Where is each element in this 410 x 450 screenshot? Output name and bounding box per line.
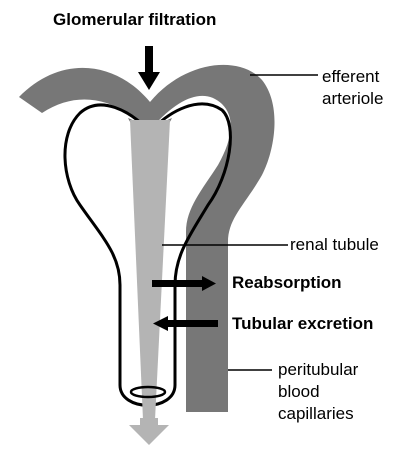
filtration-arrow-head bbox=[138, 72, 160, 90]
efferent-label-line1: efferent bbox=[322, 67, 380, 86]
efferent-label-line2: arteriole bbox=[322, 89, 383, 108]
filtrate-flow bbox=[130, 120, 170, 420]
glomerular-filtration-label: Glomerular filtration bbox=[53, 10, 216, 29]
tubular-excretion-label: Tubular excretion bbox=[232, 314, 373, 333]
excretion-arrow-shaft bbox=[166, 320, 218, 327]
renal-tubule-label: renal tubule bbox=[290, 235, 379, 254]
peritubular-label-line3: capillaries bbox=[278, 404, 354, 423]
filtration-arrow-shaft bbox=[145, 46, 153, 76]
outflow-arrow bbox=[129, 418, 169, 445]
peritubular-label-line1: peritubular bbox=[278, 360, 359, 379]
reabsorption-label: Reabsorption bbox=[232, 273, 342, 292]
reabsorption-arrow-shaft bbox=[152, 280, 204, 287]
peritubular-label-line2: blood bbox=[278, 382, 320, 401]
